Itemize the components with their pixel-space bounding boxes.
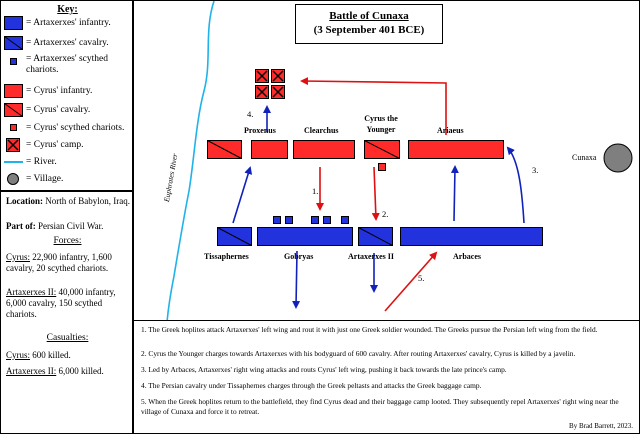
- blue-cavalry-square-icon: [4, 36, 23, 50]
- ariaeus-infantry: [408, 140, 504, 159]
- village-label: Cunaxa: [572, 153, 597, 162]
- key-item-cyrus-camp: = Cyrus' camp.: [1, 137, 134, 154]
- cyrus-chariot: [378, 163, 386, 171]
- key-item-river: = River.: [1, 154, 134, 171]
- note-3: 3. Led by Arbaces, Artaxerxes' right win…: [141, 365, 507, 374]
- red-camp-square-icon: [6, 138, 20, 152]
- arrow-2: [371, 166, 380, 221]
- note-2: 2. Cyrus the Younger charges towards Art…: [141, 349, 576, 358]
- credit: By Brad Barrett, 2023.: [569, 422, 633, 430]
- step-number-2: 2.: [382, 209, 389, 219]
- cunaxa-village-icon: [603, 143, 633, 173]
- artaxerxes-chariot: [273, 216, 281, 224]
- red-cavalry-square-icon: [4, 103, 23, 117]
- artaxerxes-bodyguard-cavalry: [358, 227, 393, 246]
- note-5: 5. When the Greek hoplites return to the…: [141, 397, 619, 416]
- note-4: 4. The Persian cavalry under Tissapherne…: [141, 381, 482, 390]
- unit-label-ariaeus: Ariaeus: [437, 126, 464, 135]
- cyrus-bodyguard-cavalry: [364, 140, 400, 159]
- red-infantry-square-icon: [4, 84, 23, 98]
- arrow-gobryas-rout: [292, 250, 301, 309]
- cyrus-camp-icon: [255, 69, 285, 99]
- river-line-icon: [4, 161, 23, 163]
- artaxerxes-forces: Artaxerxes II: 40,000 infantry, 6,000 ca…: [6, 287, 116, 319]
- arrow-arbaces-2: [506, 146, 525, 224]
- unit-label-gobryas: Gobryas: [284, 252, 314, 261]
- artaxerxes-chariot: [311, 216, 319, 224]
- step-number-3: 3.: [532, 165, 539, 175]
- arrow-tissaphernes: [232, 166, 253, 224]
- key-item-artaxerxes-chariots: = Artaxerxes' scythed chariots.: [1, 54, 134, 78]
- village-circle-icon: [7, 173, 19, 185]
- arrow-5: [384, 251, 438, 312]
- proxenus-infantry: [251, 140, 288, 159]
- step-number-1: 1.: [312, 186, 319, 196]
- key-item-artaxerxes-cavalry: = Artaxerxes' cavalry.: [1, 35, 134, 52]
- artaxerxes-chariot: [323, 216, 331, 224]
- part-of-info: Part of: Persian Civil War.: [6, 221, 104, 231]
- unit-label-artaxerxes: Artaxerxes II: [348, 252, 394, 261]
- key-item-artaxerxes-infantry: = Artaxerxes' infantry.: [1, 15, 134, 32]
- forces-header: Forces:: [53, 236, 82, 246]
- map-subtitle: (3 September 401 BCE): [313, 24, 425, 36]
- arrow-arbaces-1: [450, 165, 459, 222]
- key-panel: Key: = Artaxerxes' infantry. = Artaxerxe…: [0, 0, 133, 191]
- map-canvas: [166, 1, 633, 322]
- unit-label-clearchus: Clearchus: [304, 126, 339, 135]
- map-title-box: Battle of Cunaxa (3 September 401 BCE): [295, 4, 443, 44]
- clearchus-infantry: [293, 140, 355, 159]
- artaxerxes-chariot: [285, 216, 293, 224]
- key-item-cyrus-infantry: = Cyrus' infantry.: [1, 83, 134, 100]
- step-number-5: 5.: [418, 273, 425, 283]
- casualties-header: Casualties:: [46, 333, 89, 343]
- step-number-4: 4.: [247, 109, 254, 119]
- battle-map: Battle of Cunaxa (3 September 401 BCE) E…: [133, 0, 640, 322]
- cyrus-forces: Cyrus: 22,900 infantry, 1,600 cavalry, 2…: [6, 252, 112, 273]
- unit-label-cyrus: Cyrus the Younger: [364, 114, 398, 134]
- tissaphernes-cavalry: [217, 227, 252, 246]
- artaxerxes-casualties: Artaxerxes II: 6,000 killed.: [6, 366, 104, 376]
- arbaces-infantry: [400, 227, 543, 246]
- unit-label-arbaces: Arbaces: [453, 252, 481, 261]
- cyrus-casualties: Cyrus: 600 killed.: [6, 350, 71, 360]
- info-panel: Location: North of Babylon, Iraq. Part o…: [0, 191, 133, 434]
- unit-label-proxenus: Proxenus: [244, 126, 276, 135]
- key-item-cyrus-cavalry: = Cyrus' cavalry.: [1, 102, 134, 119]
- arrow-ariaeus-retreat: [300, 77, 447, 135]
- unit-label-tissaphernes: Tissaphernes: [204, 252, 249, 261]
- blue-infantry-square-icon: [4, 16, 23, 30]
- euphrates-river: [166, 1, 215, 322]
- blue-chariot-square-icon: [10, 58, 17, 65]
- map-title: Battle of Cunaxa: [329, 10, 409, 22]
- gobryas-infantry: [257, 227, 353, 246]
- key-item-cyrus-chariots: = Cyrus' scythed chariots.: [1, 120, 134, 137]
- location-info: Location: North of Babylon, Iraq.: [6, 196, 130, 206]
- key-item-village: = Village.: [1, 171, 134, 188]
- notes-panel: 1. The Greek hoplites attack Artaxerxes'…: [133, 320, 640, 434]
- note-1: 1. The Greek hoplites attack Artaxerxes'…: [141, 325, 598, 334]
- key-title: Key:: [57, 4, 78, 15]
- cyrus-left-cavalry: [207, 140, 242, 159]
- red-chariot-square-icon: [10, 124, 17, 131]
- artaxerxes-chariot: [341, 216, 349, 224]
